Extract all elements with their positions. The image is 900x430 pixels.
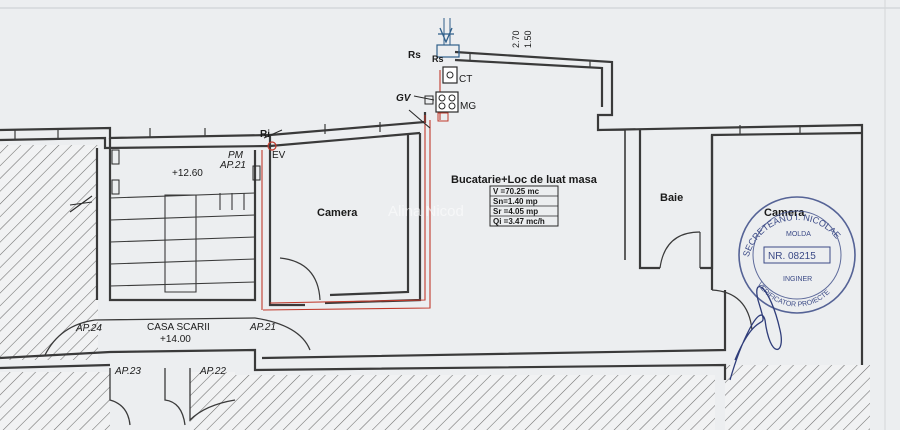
table-row: V =70.25 mc	[493, 187, 540, 196]
pm-label: PM	[228, 150, 244, 161]
ct-label: CT	[459, 74, 472, 85]
flow-arrow-icon	[69, 95, 435, 213]
valve-ev-icon	[263, 129, 283, 151]
rs-label-1: Rs	[408, 50, 421, 61]
boiler-ct-icon	[442, 66, 458, 84]
ap21-lower-label: AP.21	[249, 322, 276, 333]
stamp-number: NR. 08215	[768, 251, 816, 262]
mg-label: MG	[460, 101, 476, 112]
ev-label: EV	[272, 150, 286, 161]
ap24-label: AP.24	[75, 323, 102, 334]
landing-level-label: +12.60	[172, 168, 203, 179]
dimension-label-2: 1.50	[523, 30, 533, 48]
stairs-label: CASA SCARII	[147, 322, 210, 333]
ap23-label: AP.23	[114, 366, 141, 377]
gas-pipe-lines	[261, 70, 441, 311]
gas-cooker-mg-icon	[435, 91, 459, 113]
rs-label-2: Rs	[432, 54, 444, 64]
gv-label: GV	[396, 93, 412, 104]
ri-label: Ri	[260, 129, 270, 140]
room-kitchen: Bucatarie+Loc de luat masa	[451, 174, 598, 186]
table-row: Sr =4.05 mp	[493, 207, 538, 216]
room-bath: Baie	[660, 192, 683, 204]
radiator-icon	[111, 149, 261, 195]
watermark: Alina Nicod	[388, 203, 464, 220]
stamp-city: MOLDA	[786, 231, 811, 238]
ap21-upper-label: AP.21	[219, 160, 246, 171]
engineer-stamp: SECRETEANU I. NICOLAE VERIFICATOR PROIEC…	[729, 196, 856, 381]
table-row: Qi =3.47 mc/h	[493, 217, 545, 226]
signature-scribble	[729, 286, 782, 381]
stamp-title: INGINER	[783, 276, 812, 283]
table-row: Sn=1.40 mp	[493, 197, 538, 206]
dimension-label-1: 2.70	[511, 30, 521, 48]
room-camera-left: Camera	[317, 207, 358, 219]
kitchen-data-table: V =70.25 mc Sn=1.40 mp Sr =4.05 mp Qi =3…	[489, 185, 559, 227]
stairs-level-label: +14.00	[160, 334, 191, 345]
chimney-vent-icon	[436, 18, 460, 58]
ap22-label: AP.22	[199, 366, 226, 377]
hatched-areas	[0, 145, 870, 430]
